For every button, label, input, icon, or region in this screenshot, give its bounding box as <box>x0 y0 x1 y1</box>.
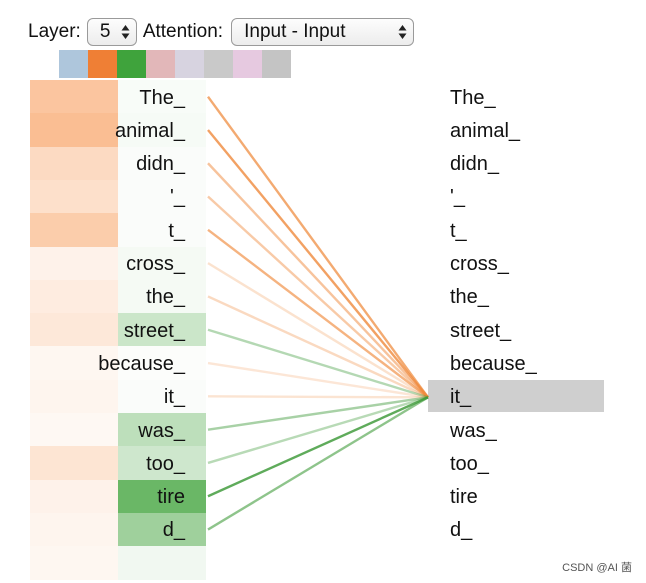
attention-line <box>207 361 429 399</box>
left-token[interactable]: The_ <box>139 86 185 109</box>
orange-heat-cell <box>30 479 118 514</box>
attention-line <box>207 396 429 431</box>
right-token[interactable]: '_ <box>450 186 465 209</box>
green-heat-cell <box>118 113 206 148</box>
selected-token-highlight <box>428 380 604 412</box>
head-swatch[interactable] <box>175 50 204 78</box>
green-heat-cell <box>118 512 206 547</box>
right-token[interactable]: it_ <box>450 386 472 409</box>
attention-line <box>207 395 429 399</box>
updown-chevron-icon <box>121 24 130 40</box>
layer-select[interactable]: 5 <box>86 18 137 46</box>
left-token[interactable]: too_ <box>146 452 185 475</box>
orange-heat-cell <box>30 512 118 547</box>
left-token[interactable]: cross_ <box>126 253 185 275</box>
green-heat-cell <box>118 179 206 214</box>
left-token[interactable]: '_ <box>170 186 185 209</box>
orange-heat-cell <box>30 179 118 214</box>
head-swatch[interactable] <box>117 50 146 78</box>
layer-value: 5 <box>99 21 111 42</box>
right-token[interactable]: tire <box>450 486 478 509</box>
left-token[interactable]: was_ <box>138 419 185 442</box>
green-heat-cell <box>118 446 206 481</box>
right-token[interactable]: d_ <box>450 519 473 542</box>
right-token[interactable]: cross_ <box>450 253 509 275</box>
orange-heat-cell <box>30 379 118 414</box>
left-token[interactable]: it_ <box>163 386 185 409</box>
orange-heat-cell <box>30 346 118 381</box>
right-token[interactable]: because_ <box>450 352 537 375</box>
right-token[interactable]: street_ <box>450 319 512 342</box>
green-heat-cell <box>118 379 206 414</box>
attention-value: Input - Input <box>244 21 346 42</box>
right-token[interactable]: didn_ <box>450 153 499 176</box>
right-token[interactable]: t_ <box>450 219 467 242</box>
updown-chevron-icon <box>398 24 407 40</box>
left-token[interactable]: didn_ <box>136 153 185 176</box>
watermark: CSDN @AI 菌 <box>562 562 632 574</box>
green-heat-cell <box>118 346 206 381</box>
green-heat-cell <box>118 546 206 580</box>
attention-line <box>207 162 429 399</box>
green-heat-cell <box>118 479 206 514</box>
right-token[interactable]: The_ <box>450 86 496 109</box>
right-token[interactable]: animal_ <box>450 119 521 142</box>
orange-heat-cell <box>30 80 118 114</box>
left-token[interactable]: d_ <box>162 519 185 542</box>
head-swatches <box>59 50 291 78</box>
green-heat-cell <box>118 313 206 347</box>
right-token[interactable]: was_ <box>450 419 497 442</box>
attention-line <box>207 396 429 498</box>
orange-heat-cell <box>30 446 118 481</box>
orange-heat-cell <box>30 146 118 181</box>
head-swatch[interactable] <box>146 50 175 78</box>
orange-heat-cell <box>30 313 118 347</box>
attention-line <box>207 295 429 399</box>
right-token[interactable]: too_ <box>450 452 489 475</box>
left-token[interactable]: t_ <box>168 219 185 242</box>
head-swatch[interactable] <box>233 50 262 78</box>
head-swatch[interactable] <box>204 50 233 78</box>
attention-line <box>207 396 429 465</box>
orange-heat-cell <box>30 246 118 281</box>
head-swatch[interactable] <box>59 50 88 78</box>
left-token[interactable]: street_ <box>123 319 185 342</box>
orange-heat-cell <box>30 279 118 314</box>
left-token[interactable]: tire <box>157 486 185 509</box>
left-token[interactable]: the_ <box>146 286 185 309</box>
left-token[interactable]: animal_ <box>114 119 185 142</box>
attention-line <box>207 228 429 399</box>
orange-heat-cell <box>30 413 118 447</box>
orange-heat-cell <box>30 113 118 148</box>
green-heat-cell <box>118 246 206 281</box>
head-swatch[interactable] <box>88 50 117 78</box>
left-token[interactable]: because_ <box>98 352 185 375</box>
attention-line <box>207 195 429 399</box>
attention-line <box>207 129 429 399</box>
attention-line <box>207 328 429 399</box>
right-token[interactable]: the_ <box>450 286 489 309</box>
attention-label: Attention: <box>142 21 224 42</box>
attention-line <box>207 95 429 399</box>
orange-heat-cell <box>30 213 118 247</box>
green-heat-cell <box>118 279 206 314</box>
head-swatch[interactable] <box>262 50 291 78</box>
toolbar: Layer: 5 Attention: Input - Input <box>28 16 415 48</box>
green-heat-cell <box>118 213 206 247</box>
green-heat-cell <box>118 413 206 447</box>
green-heat-cell <box>118 146 206 181</box>
green-heat-cell <box>118 80 206 114</box>
attention-line <box>207 396 429 531</box>
attention-line <box>207 262 429 399</box>
layer-label: Layer: <box>28 21 81 42</box>
attention-select[interactable]: Input - Input <box>231 18 415 46</box>
orange-heat-cell <box>30 546 118 580</box>
